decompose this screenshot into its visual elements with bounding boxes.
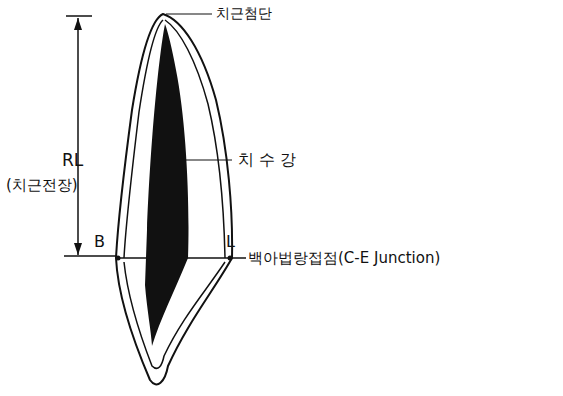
cej-dot [228,256,233,261]
apex-label: 치근첨단 [216,5,272,22]
leader-line [166,13,212,14]
dimension-label: (치근전장) [6,176,78,194]
cej-dot [116,256,121,261]
side-label: L [226,232,235,251]
pulp-cavity [145,24,189,346]
dimension-label: RL [62,150,83,170]
leader-line [182,159,232,160]
dimension-tick [66,15,92,17]
tooth-outline [116,14,232,384]
part-label: 치 수 강 [238,150,296,169]
dimension-arrow [74,18,82,30]
dimension-tick [64,255,116,257]
side-label: B [94,232,105,251]
dimension-line [77,18,79,255]
dimension-arrow [74,243,82,255]
part-label: 백아법랑접점(C-E Junction) [248,249,440,267]
